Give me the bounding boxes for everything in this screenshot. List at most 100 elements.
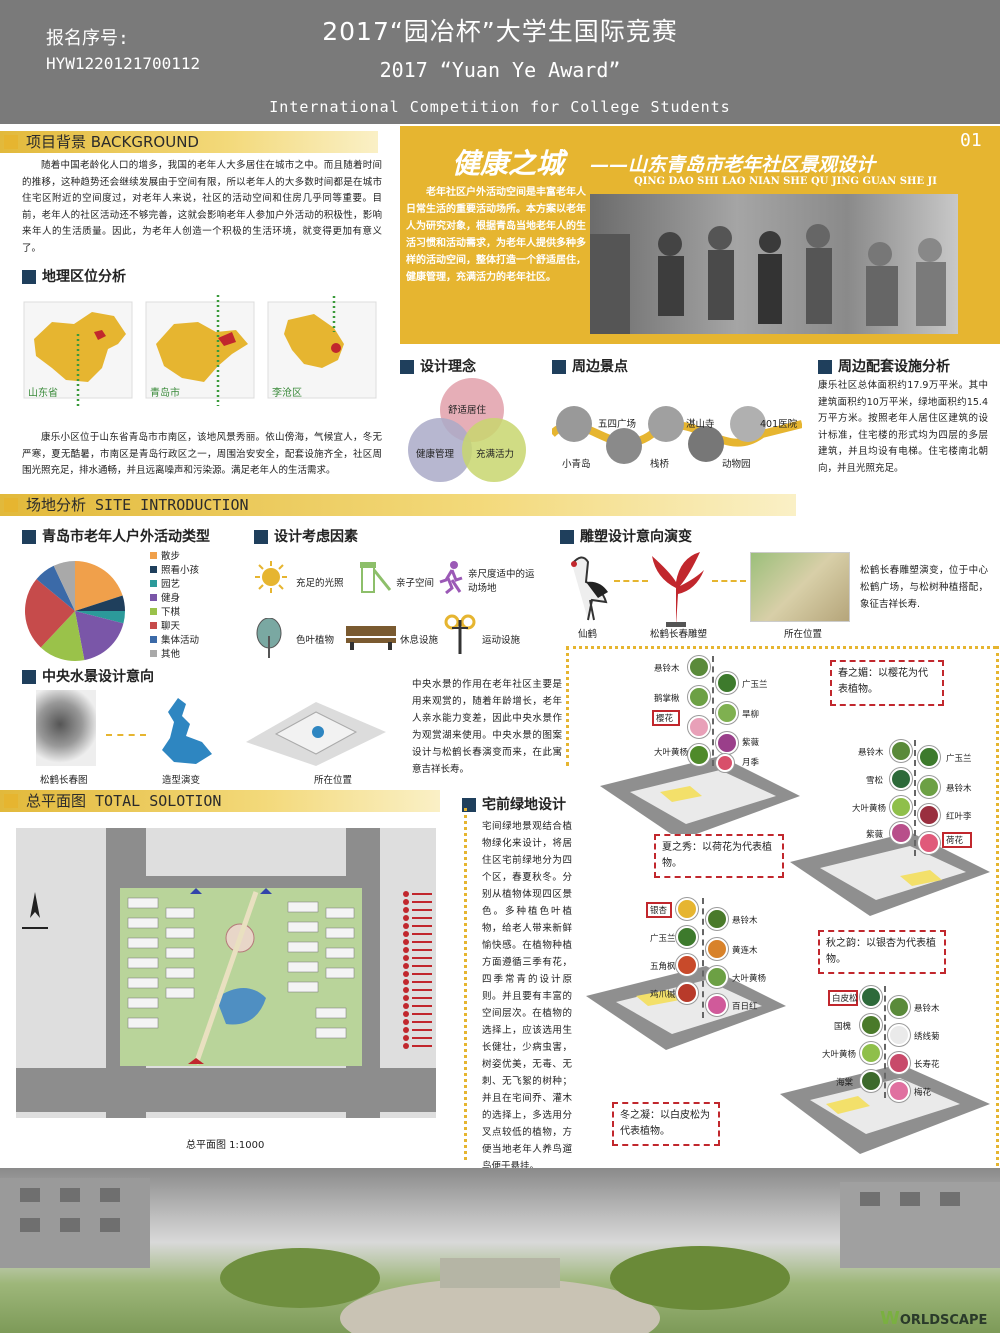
tree-icon	[254, 617, 284, 662]
sculpture-label-location: 所在位置	[784, 629, 823, 640]
concept-circle-health	[408, 418, 472, 482]
sculpture-label-sculpture: 松鹤长春雕塑	[650, 629, 708, 640]
pine-crane-painting	[36, 690, 96, 766]
site-plan	[16, 828, 436, 1118]
summer-plant-label-4: 悬铃木	[946, 784, 972, 794]
heading-scenic: 周边景点	[552, 358, 628, 376]
factor-label-foliage: 色叶植物	[296, 635, 335, 646]
heading-concept: 设计理念	[400, 358, 476, 376]
winter-plant-5	[860, 1042, 882, 1064]
summer-plant-4	[918, 776, 940, 798]
map-label-qingdao: 青岛市	[150, 388, 180, 399]
winter-note: 冬之凝：以白皮松为代表植物。	[612, 1102, 720, 1146]
section-bar-background	[0, 131, 378, 153]
registration-label: 报名序号:	[46, 28, 129, 49]
autumn-plant-4	[706, 938, 728, 960]
section-bar-site	[0, 494, 796, 516]
summer-plant-axis	[914, 740, 916, 856]
spring-plant-4	[716, 702, 738, 724]
banner-photo	[590, 194, 958, 334]
heading-location: 地理区位分析	[22, 268, 126, 286]
winter-plant-4	[888, 1024, 910, 1046]
legend-label: 聊天	[161, 621, 181, 632]
heading-factors: 设计考虑因素	[254, 528, 358, 546]
pie-slice-4	[40, 611, 85, 661]
front-yard-divider	[464, 808, 467, 1160]
spring-plant-6	[716, 732, 738, 754]
header-bar: 报名序号: HYW1220121700112 2017“园冶杯”大学生国际竞赛 …	[0, 0, 1000, 124]
autumn-plant-label-4: 黄连木	[732, 946, 758, 956]
winter-plant-6	[888, 1052, 910, 1074]
spring-plant-2	[716, 672, 738, 694]
summer-plant-5	[890, 796, 912, 818]
winter-plant-axis	[884, 986, 886, 1098]
legend-swatch	[150, 608, 157, 615]
autumn-plant-label-8: 百日红	[732, 1002, 758, 1012]
autumn-plant-5	[676, 954, 698, 976]
pie-slice-1	[75, 595, 125, 611]
season-divider-top	[566, 646, 996, 649]
legend-label: 园艺	[161, 579, 181, 590]
page-number: 01	[960, 130, 982, 151]
spring-plant-label-8: 月季	[742, 758, 760, 768]
summer-plant-label-8: 荷花	[946, 836, 964, 846]
season-divider-right	[996, 646, 999, 1166]
winter-plant-label-8: 梅花	[914, 1088, 932, 1098]
north-arrow-icon	[20, 888, 50, 942]
title-en: 2017 “Yuan Ye Award”	[379, 58, 621, 82]
activity-legend: 散步照看小孩园艺健身下棋聊天集体活动其他	[150, 548, 230, 668]
water-text: 中央水景的作用在老年社区主要是用来观赏的，随着年龄增长，老年人亲水能力变差，因此…	[412, 679, 562, 775]
sculpture-location-photo	[750, 552, 850, 622]
water-label-location: 所在位置	[314, 775, 353, 786]
pie-slice-3	[75, 611, 124, 661]
factor-label-playground: 亲子空间	[396, 578, 435, 589]
section-heading-site: 场地分析 SITE INTRODUCTION	[0, 494, 796, 516]
winter-plant-label-5: 大叶黄杨	[822, 1050, 857, 1060]
summer-plant-label-7: 紫薇	[866, 830, 884, 840]
section-bar-plan	[0, 790, 440, 812]
autumn-plant-label-3: 广玉兰	[650, 934, 676, 944]
summer-plan	[790, 832, 990, 916]
spring-plant-label-7: 大叶黄杨	[654, 748, 689, 758]
banner-pinyin: QING DAO SHI LAO NIAN SHE QU JING GUAN S…	[634, 176, 937, 187]
scenic-label-401: 401医院	[760, 419, 798, 430]
background-text: 随着中国老龄化人口的增多，我国的老年人大多居住在城市之中。而且随着时间的推移，这…	[22, 160, 382, 254]
winter-plant-8	[888, 1080, 910, 1102]
spring-plant-8	[716, 754, 734, 772]
summer-plant-7	[890, 822, 912, 844]
scenic-label-wusi: 五四广场	[598, 419, 637, 430]
heading-front-yard: 宅前绿地设计	[462, 796, 566, 814]
summer-plant-6	[918, 804, 940, 826]
heading-sculpture: 雕塑设计意向演变	[560, 528, 692, 546]
section-heading-plan: 总平面图 TOTAL SOLOTION	[0, 790, 440, 812]
spring-note: 春之媚：以樱花为代表植物。	[830, 660, 944, 706]
autumn-plant-label-2: 悬铃木	[732, 916, 758, 926]
autumn-plant-label-7: 鸡爪槭	[650, 990, 676, 1000]
concept-label-vitality: 充满活力	[476, 449, 515, 460]
legend-swatch	[150, 594, 157, 601]
winter-plant-3	[860, 1014, 882, 1036]
winter-plan	[780, 1064, 990, 1154]
location-maps: 山东省 青岛市 李沧区	[22, 290, 382, 416]
legend-label: 健身	[161, 593, 181, 604]
logo-w-icon: W	[880, 1308, 900, 1329]
title-cn: 2017“园冶杯”大学生国际竞赛	[322, 17, 678, 46]
water-label-shape: 造型演变	[162, 775, 201, 786]
spring-plant-axis	[712, 656, 714, 766]
winter-plant-label-4: 绣线菊	[914, 1032, 940, 1042]
autumn-plant-6	[706, 966, 728, 988]
legend-item: 下棋	[150, 604, 180, 618]
concept-label-health: 健康管理	[416, 449, 455, 460]
legend-item: 其他	[150, 646, 180, 660]
summer-plant-label-2: 广玉兰	[946, 754, 972, 764]
legend-swatch	[150, 552, 157, 559]
pie-slice-0	[75, 561, 123, 611]
water-shape-icon	[156, 694, 216, 770]
autumn-plant-label-1: 银杏	[650, 906, 668, 916]
legend-item: 聊天	[150, 618, 180, 632]
front-yard-text: 宅间绿地景观结合植物绿化来设计，将居住区宅前绿地分为四个区，春夏秋冬。分别从植物…	[482, 821, 572, 1172]
map-label-licang: 李沧区	[272, 388, 302, 399]
legend-label: 照看小孩	[161, 565, 200, 576]
spring-plant-label-5: 樱花	[656, 714, 674, 724]
water-label-painting: 松鹤长春图	[40, 775, 88, 786]
